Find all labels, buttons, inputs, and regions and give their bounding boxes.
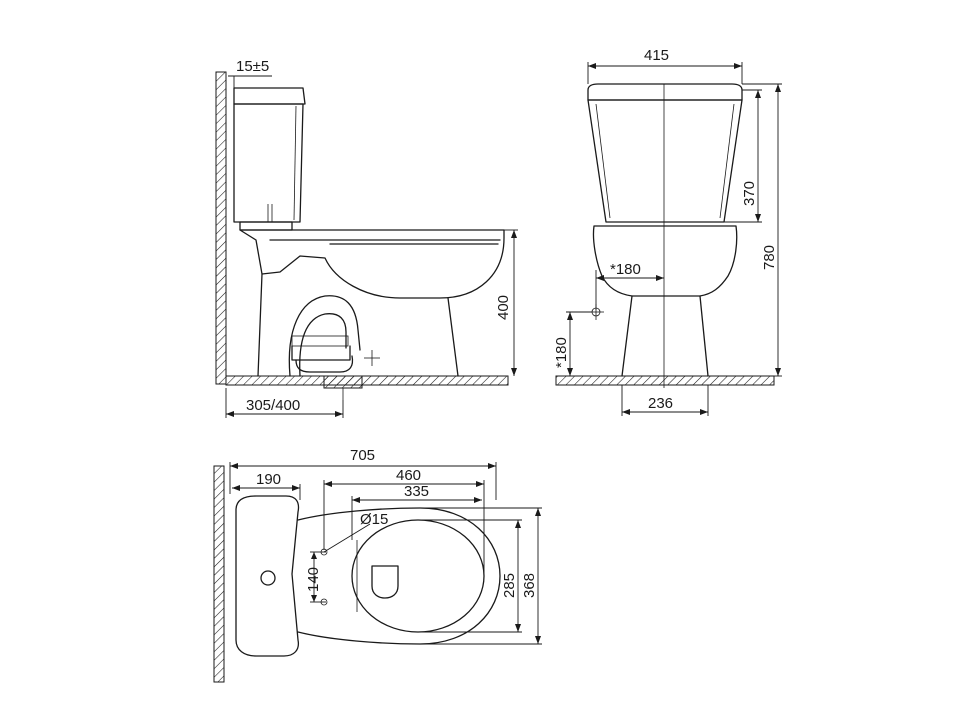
dim-tank-height: 370 [724, 89, 762, 223]
floor-hatch [225, 375, 509, 386]
side-drain [323, 375, 363, 389]
wall-hatch [215, 71, 227, 385]
dim-hole-spacing: 140 [305, 551, 326, 603]
side-tank [233, 87, 306, 223]
tank-depth-label: 190 [256, 471, 281, 488]
dim-total-length: 705 [229, 447, 497, 500]
rough-in-label: 305/400 [246, 397, 300, 414]
tank-width-label: 415 [644, 47, 669, 64]
side-view: 15±5 400 305/400 [215, 58, 518, 418]
dim-rough-in: 305/400 [225, 388, 344, 418]
top-tank-button [260, 570, 276, 586]
dim-wall-gap: 15±5 [228, 58, 272, 88]
top-tank [235, 495, 300, 657]
inlet-offset-v-label: *180 [553, 337, 570, 368]
side-bowl [239, 229, 505, 400]
hole-spacing-label: 140 [305, 567, 322, 592]
top-outlet [371, 565, 399, 599]
top-bowl-outer [297, 507, 501, 645]
inlet-offset-h-label: *180 [610, 261, 641, 278]
tank-height-label: 370 [741, 181, 758, 206]
dim-bowl-length: 460 [323, 467, 485, 576]
hole-diameter-label: Ø15 [360, 511, 388, 528]
opening-length-label: 335 [404, 483, 429, 500]
top-wall-hatch [213, 465, 225, 683]
dim-tank-width: 415 [587, 47, 743, 84]
front-tank [587, 83, 743, 223]
seat-height-label: 400 [495, 295, 512, 320]
front-floor-hatch [555, 375, 775, 386]
front-bowl [592, 84, 738, 388]
opening-width-label: 285 [501, 573, 518, 598]
dim-tank-depth: 190 [232, 471, 301, 500]
dim-opening-width: 285 [418, 519, 522, 633]
top-view: 705 190 460 335 Ø15 [213, 447, 542, 683]
side-outlet-ring [291, 335, 349, 347]
front-inlet: *180 *180 [553, 261, 664, 376]
wall-gap-label: 15±5 [236, 58, 269, 75]
side-tank-connector [239, 221, 293, 231]
bowl-width-label: 368 [521, 573, 538, 598]
dim-opening-length: 335 [351, 483, 482, 540]
base-width-label: 236 [648, 395, 673, 412]
bowl-length-label: 460 [396, 467, 421, 484]
dim-total-height: 780 [742, 83, 782, 377]
dim-seat-height: 400 [495, 229, 518, 376]
dim-bowl-width: 368 [420, 507, 542, 645]
dim-base-width: 236 [621, 385, 709, 416]
total-height-label: 780 [761, 245, 778, 270]
total-length-label: 705 [350, 447, 375, 464]
front-view: *180 *180 415 370 [553, 47, 782, 416]
